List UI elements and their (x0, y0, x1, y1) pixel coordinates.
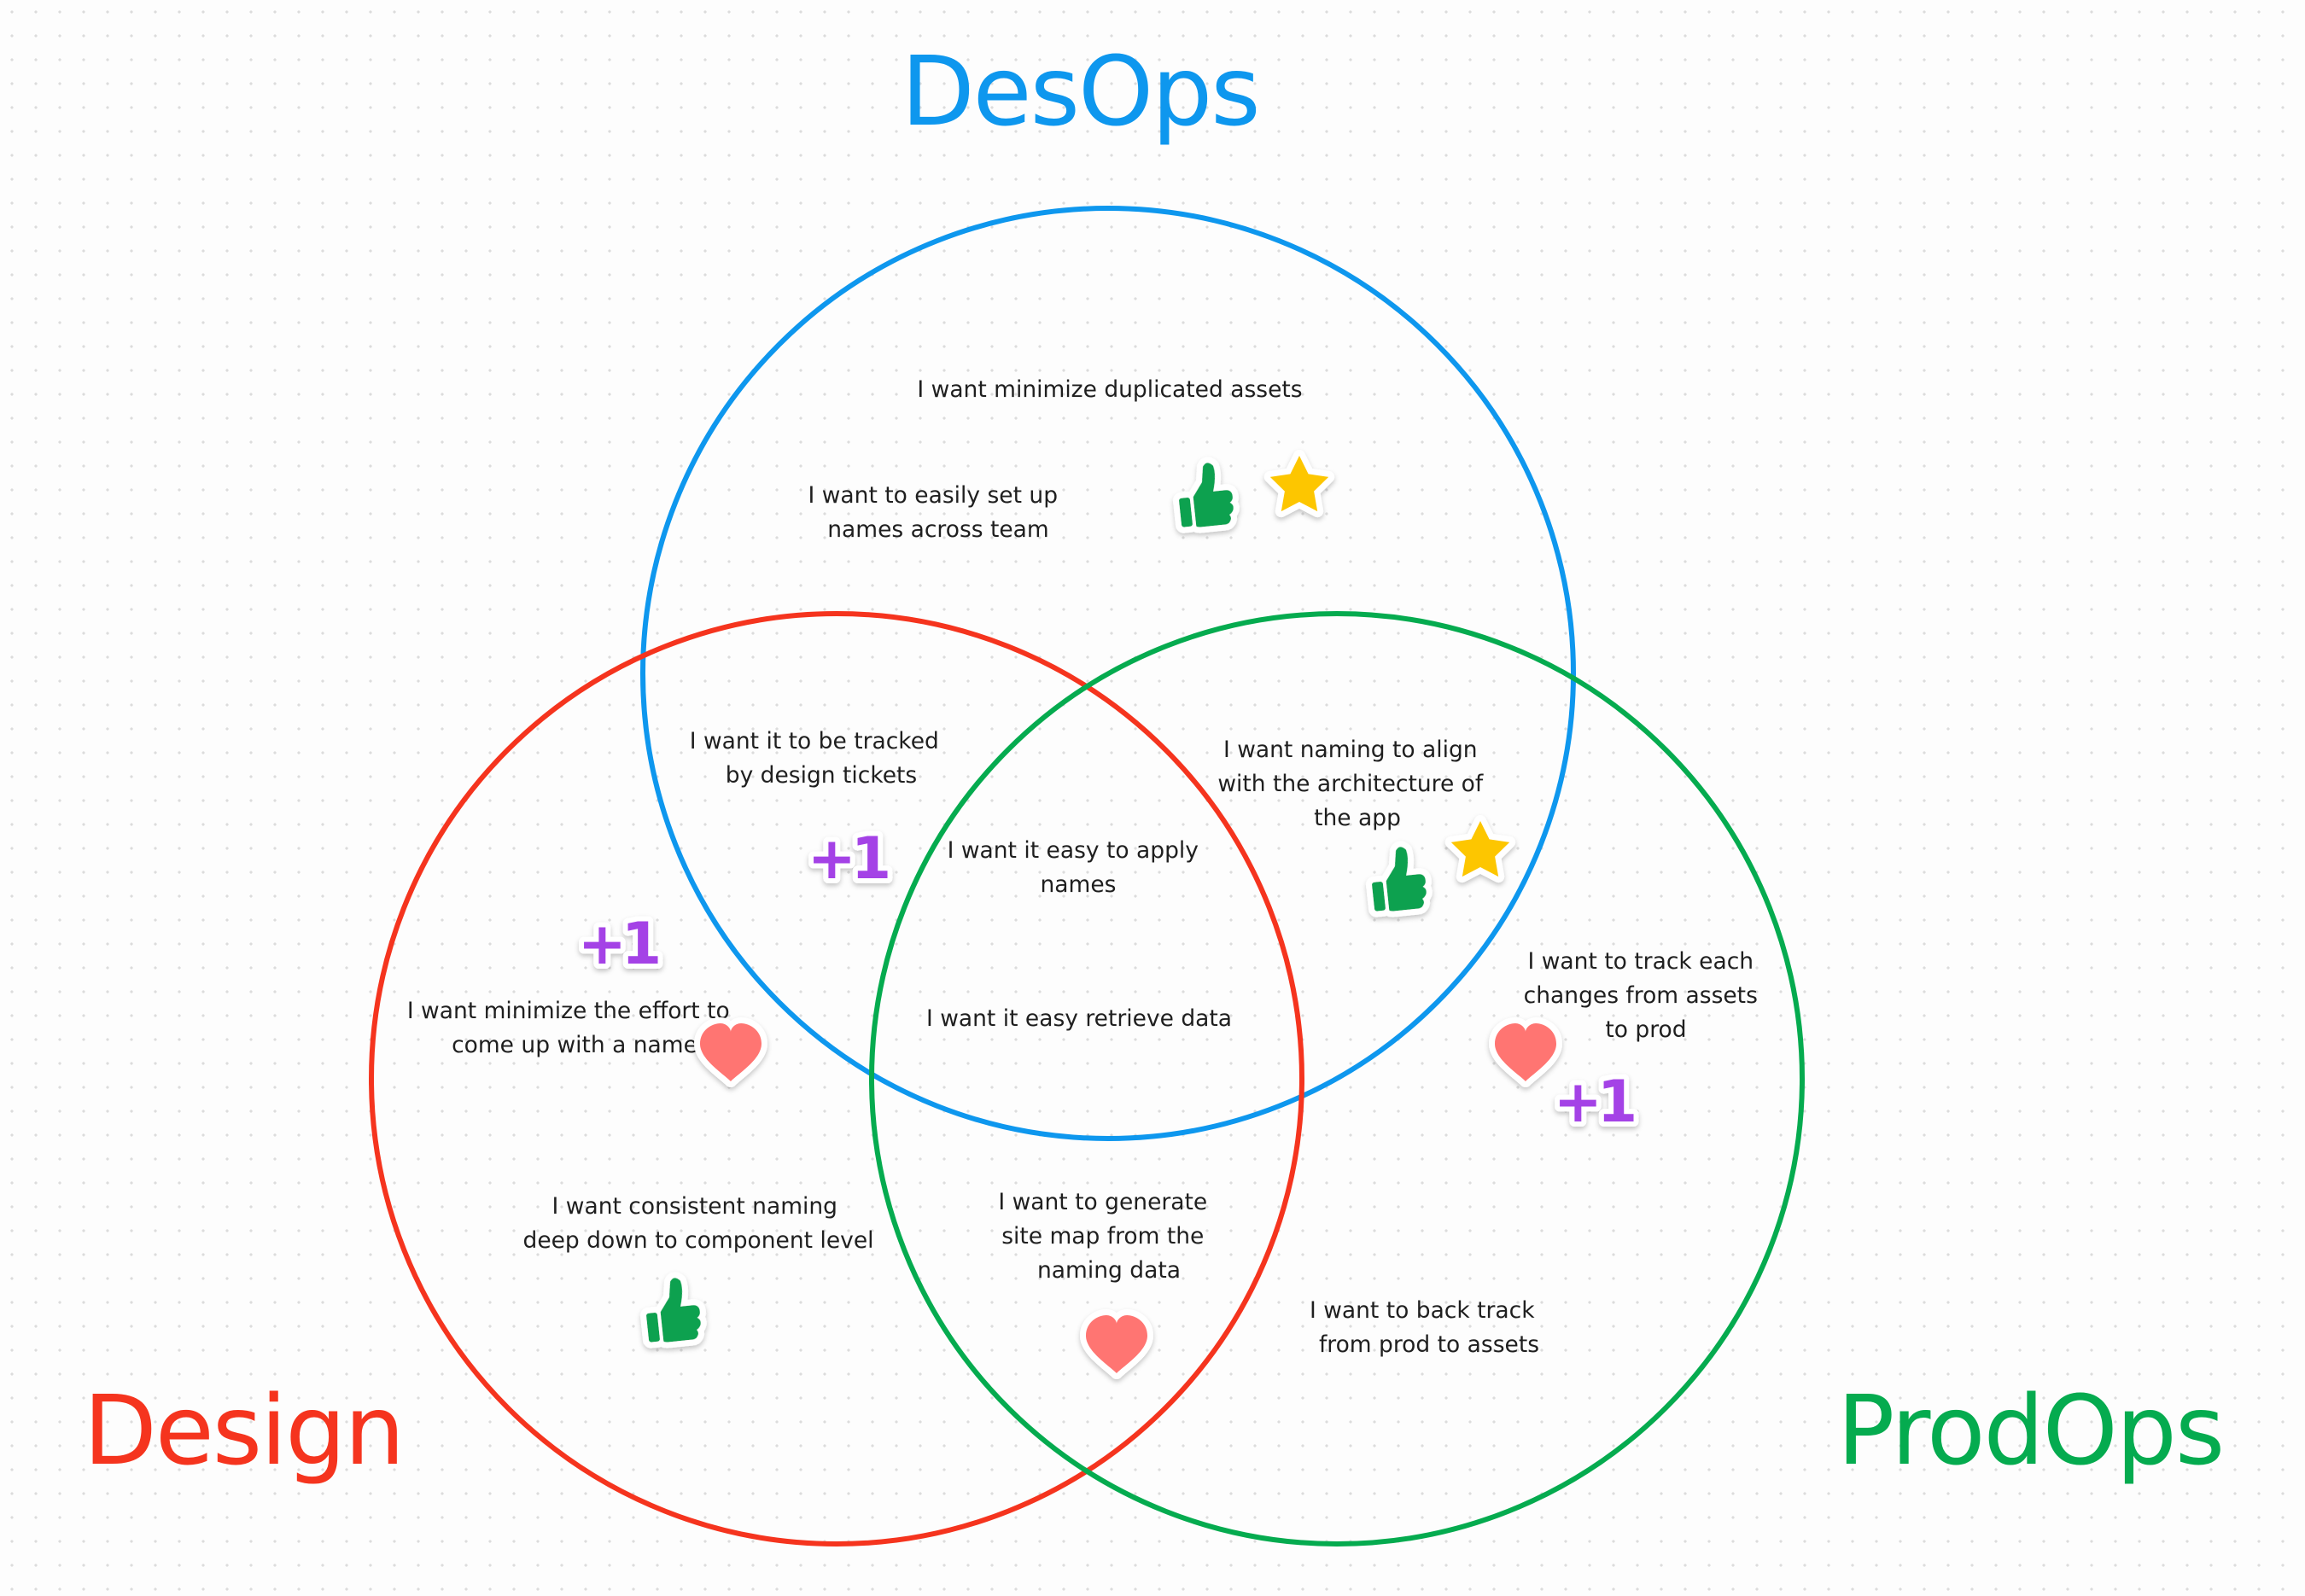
note-line: changes from assets (1524, 982, 1758, 1009)
note-prodops-2: I want to back track from prod to assets (1310, 1297, 1542, 1358)
heart-icon (1495, 1023, 1556, 1081)
note-center-1: I want it easy to apply names (948, 837, 1206, 898)
note-line: I want it to be tracked (690, 728, 939, 754)
star-icon (1451, 821, 1509, 877)
star-icon (1270, 456, 1328, 511)
note-desops-2: I want to easily set up names across tea… (808, 482, 1065, 543)
plus-one-label: +1 (1554, 1069, 1634, 1136)
note-line: from prod to assets (1319, 1331, 1539, 1358)
note-design-desops: I want it to be tracked by design ticket… (690, 728, 947, 789)
plus-one-icon: +1+1 (802, 820, 898, 898)
reactions: +1+1+1+1+1+1 (573, 456, 1644, 1373)
note-line: I want it easy to apply (948, 837, 1199, 864)
note-center-2: I want it easy retrieve data (926, 1005, 1232, 1032)
thumbs-up-icon (1176, 461, 1235, 529)
sticker-fill (1495, 1023, 1556, 1081)
plus-one-icon: +1+1 (573, 906, 668, 983)
note-line: naming data (1037, 1257, 1181, 1284)
note-line: I want to back track (1310, 1297, 1535, 1324)
note-line: I want minimize duplicated assets (917, 376, 1302, 403)
design-title: Design (84, 1376, 404, 1487)
plus-one-outline: +1 (1554, 1069, 1634, 1136)
note-line: I want to easily set up (808, 482, 1059, 509)
note-line: to prod (1605, 1016, 1686, 1043)
note-design-prodops: I want to generate site map from the nam… (998, 1189, 1214, 1284)
plus-one-icon: +1+1 (1549, 1063, 1644, 1141)
sticker-fill (700, 1023, 762, 1081)
note-line: names across team (827, 516, 1049, 543)
note-line: I want minimize the effort to (407, 998, 730, 1024)
note-line: names (1041, 871, 1117, 898)
plus-one-outline: +1 (808, 825, 888, 893)
prodops-circle (869, 611, 1805, 1546)
note-prodops-1: I want to track each changes from assets… (1524, 948, 1765, 1043)
note-line: I want consistent naming (552, 1193, 837, 1220)
note-desops-1: I want minimize duplicated assets (917, 376, 1302, 403)
note-line: the app (1314, 805, 1401, 831)
plus-one-label: +1 (808, 825, 888, 893)
thumbs-up-icon (643, 1276, 703, 1344)
desops-title: DesOps (901, 37, 1258, 148)
thumbs-up-icon (1368, 845, 1428, 913)
plus-one-outline: +1 (578, 911, 658, 978)
design-circle (369, 611, 1304, 1546)
heart-icon (700, 1023, 762, 1081)
sticker-fill (1086, 1315, 1147, 1373)
note-line: come up with a name (452, 1032, 697, 1058)
desops-circle (640, 206, 1576, 1141)
note-line: I want it easy retrieve data (926, 1005, 1232, 1032)
note-line: site map from the (1001, 1223, 1204, 1249)
prodops-title: ProdOps (1837, 1376, 2223, 1487)
note-line: I want naming to align (1223, 737, 1478, 763)
plus-one-label: +1 (578, 911, 658, 978)
note-design-2: I want consistent naming deep down to co… (523, 1193, 874, 1254)
note-desops-prodops: I want naming to align with the architec… (1217, 737, 1490, 831)
note-line: I want to generate (998, 1189, 1207, 1215)
note-line: by design tickets (726, 762, 918, 789)
heart-icon (1086, 1315, 1147, 1373)
note-line: with the architecture of (1217, 771, 1484, 797)
note-line: deep down to component level (523, 1227, 874, 1254)
note-design-1: I want minimize the effort to come up wi… (407, 998, 737, 1058)
note-line: I want to track each (1528, 948, 1754, 975)
